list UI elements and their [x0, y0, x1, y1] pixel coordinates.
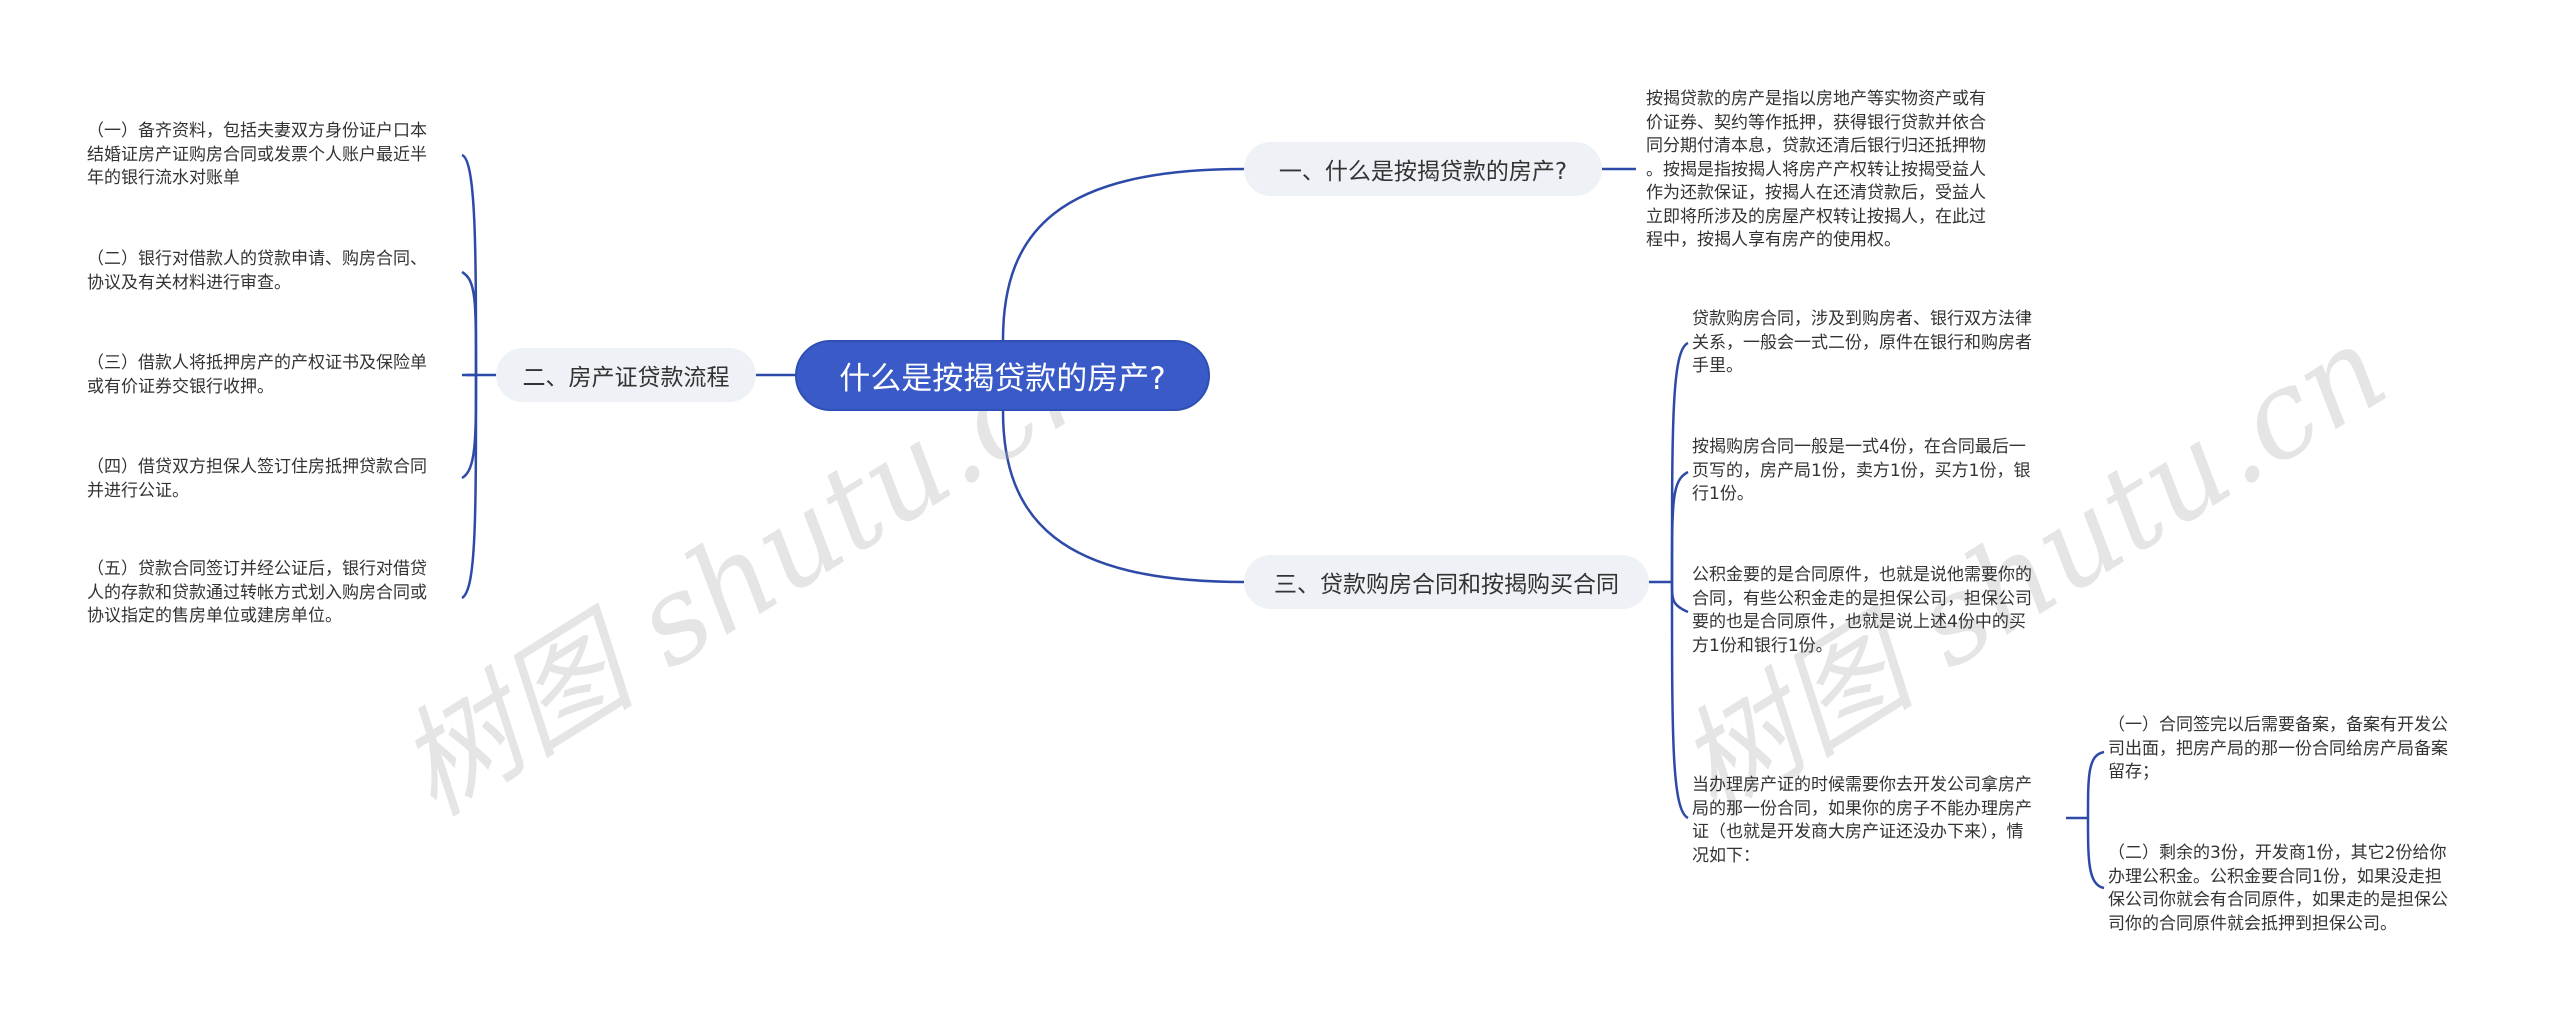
- leaf-line: （三）借款人将抵押房产的产权证书及保险单: [87, 353, 427, 373]
- leaf-line: 按揭贷款的房产是指以房地产等实物资产或有: [1646, 89, 1986, 109]
- leaf-node[interactable]: 按揭贷款的房产是指以房地产等实物资产或有 价证券、契约等作抵押，获得银行贷款并依…: [1646, 88, 1986, 253]
- leaf-line: 按揭购房合同一般是一式4份，在合同最后一: [1692, 437, 2026, 457]
- leaf-line: 关系，一般会一式二份，原件在银行和购房者: [1692, 332, 2032, 353]
- leaf-line: 同分期付清本息，贷款还清后银行归还抵押物: [1646, 136, 1986, 156]
- leaf-line: 当办理房产证的时候需要你去开发公司拿房产: [1692, 775, 2032, 795]
- root-node[interactable]: 什么是按揭贷款的房产?: [795, 340, 1210, 411]
- leaf-line: （一）合同签完以后需要备案，备案有开发公: [2108, 715, 2448, 735]
- leaf-line: 留存；: [2108, 762, 2159, 782]
- leaf-node[interactable]: （二）银行对借款人的贷款申请、购房合同、 协议及有关材料进行审查。: [87, 248, 427, 295]
- leaf-node[interactable]: 贷款购房合同，涉及到购房者、银行双方法律 关系，一般会一式二份，原件在银行和购房…: [1692, 308, 2032, 379]
- leaf-node[interactable]: （一）备齐资料，包括夫妻双方身份证户口本 结婚证房产证购房合同或发票个人账户最近…: [87, 120, 427, 191]
- leaf-line: 要的也是合同原件，也就是说上述4份中的买: [1692, 612, 2026, 632]
- branch-label: 二、房产证贷款流程: [522, 365, 730, 391]
- leaf-line: 贷款购房合同，涉及到购房者、银行双方法律: [1692, 309, 2032, 329]
- branch-node-2[interactable]: 二、房产证贷款流程: [496, 348, 756, 402]
- leaf-line: 程中，按揭人享有房产的使用权。: [1646, 230, 1901, 250]
- leaf-line: （二）剩余的3份，开发商1份，其它2份给你: [2108, 843, 2447, 863]
- leaf-line: 司你的合同原件就会抵押到担保公司。: [2108, 913, 2397, 934]
- branch-node-3[interactable]: 三、贷款购房合同和按揭购买合同: [1244, 555, 1649, 609]
- leaf-line: 司出面，把房产局的那一份合同给房产局备案: [2108, 738, 2448, 759]
- leaf-line: 况如下：: [1692, 845, 1760, 866]
- leaf-line: 局的那一份合同，如果你的房子不能办理房产: [1692, 798, 2032, 819]
- branch-label: 三、贷款购房合同和按揭购买合同: [1274, 572, 1619, 598]
- leaf-line: 或有价证券交银行收押。: [87, 376, 274, 397]
- leaf-line: 立即将所涉及的房屋产权转让按揭人，在此过: [1646, 206, 1986, 227]
- leaf-line: 协议指定的售房单位或建房单位。: [87, 606, 342, 626]
- leaf-node[interactable]: （四）借贷双方担保人签订住房抵押贷款合同 并进行公证。: [87, 456, 427, 503]
- leaf-line: 合同，有些公积金走的是担保公司，担保公司: [1692, 588, 2032, 609]
- leaf-line: 协议及有关材料进行审查。: [87, 272, 291, 293]
- leaf-line: 并进行公证。: [87, 480, 189, 501]
- root-label: 什么是按揭贷款的房产?: [839, 361, 1166, 397]
- leaf-line: （一）备齐资料，包括夫妻双方身份证户口本: [87, 121, 427, 141]
- leaf-line: 页写的，房产局1份，卖方1份，买方1份，银: [1692, 460, 2031, 481]
- sub-leaf-node[interactable]: （二）剩余的3份，开发商1份，其它2份给你 办理公积金。公积金要合同1份，如果没…: [2108, 842, 2448, 936]
- leaf-node[interactable]: （五）贷款合同签订并经公证后，银行对借贷 人的存款和贷款通过转帐方式划入购房合同…: [87, 558, 427, 629]
- leaf-line: 手里。: [1692, 356, 1743, 376]
- leaf-node[interactable]: 按揭购房合同一般是一式4份，在合同最后一 页写的，房产局1份，卖方1份，买方1份…: [1692, 436, 2030, 507]
- leaf-line: （五）贷款合同签订并经公证后，银行对借贷: [87, 559, 427, 579]
- leaf-line: 年的银行流水对账单: [87, 168, 240, 188]
- leaf-line: 结婚证房产证购房合同或发票个人账户最近半: [87, 144, 427, 165]
- branch-node-1[interactable]: 一、什么是按揭贷款的房产?: [1244, 142, 1602, 196]
- leaf-line: 作为还款保证，按揭人在还清贷款后，受益人: [1646, 183, 1986, 203]
- leaf-node[interactable]: （三）借款人将抵押房产的产权证书及保险单 或有价证券交银行收押。: [87, 352, 427, 399]
- leaf-line: 方1份和银行1份。: [1692, 635, 1833, 656]
- leaf-node[interactable]: 当办理房产证的时候需要你去开发公司拿房产 局的那一份合同，如果你的房子不能办理房…: [1692, 774, 2032, 868]
- leaf-line: （四）借贷双方担保人签订住房抵押贷款合同: [87, 457, 427, 477]
- leaf-line: 。按揭是指按揭人将房产产权转让按揭受益人: [1646, 159, 1986, 180]
- sub-leaf-node[interactable]: （一）合同签完以后需要备案，备案有开发公 司出面，把房产局的那一份合同给房产局备…: [2108, 714, 2448, 785]
- leaf-line: 公积金要的是合同原件，也就是说他需要你的: [1692, 565, 2032, 585]
- leaf-node[interactable]: 公积金要的是合同原件，也就是说他需要你的 合同，有些公积金走的是担保公司，担保公…: [1692, 564, 2032, 658]
- leaf-line: 办理公积金。公积金要合同1份，如果没走担: [2108, 866, 2442, 887]
- leaf-line: 行1份。: [1692, 484, 1754, 504]
- leaf-line: （二）银行对借款人的贷款申请、购房合同、: [87, 249, 427, 269]
- leaf-line: 证（也就是开发商大房产证还没办下来），情: [1692, 822, 2024, 842]
- leaf-line: 人的存款和贷款通过转帐方式划入购房合同或: [87, 582, 427, 603]
- leaf-line: 保公司你就会有合同原件，如果走的是担保公: [2108, 890, 2448, 910]
- branch-label: 一、什么是按揭贷款的房产?: [1278, 159, 1568, 185]
- leaf-line: 价证券、契约等作抵押，获得银行贷款并依合: [1646, 112, 1986, 133]
